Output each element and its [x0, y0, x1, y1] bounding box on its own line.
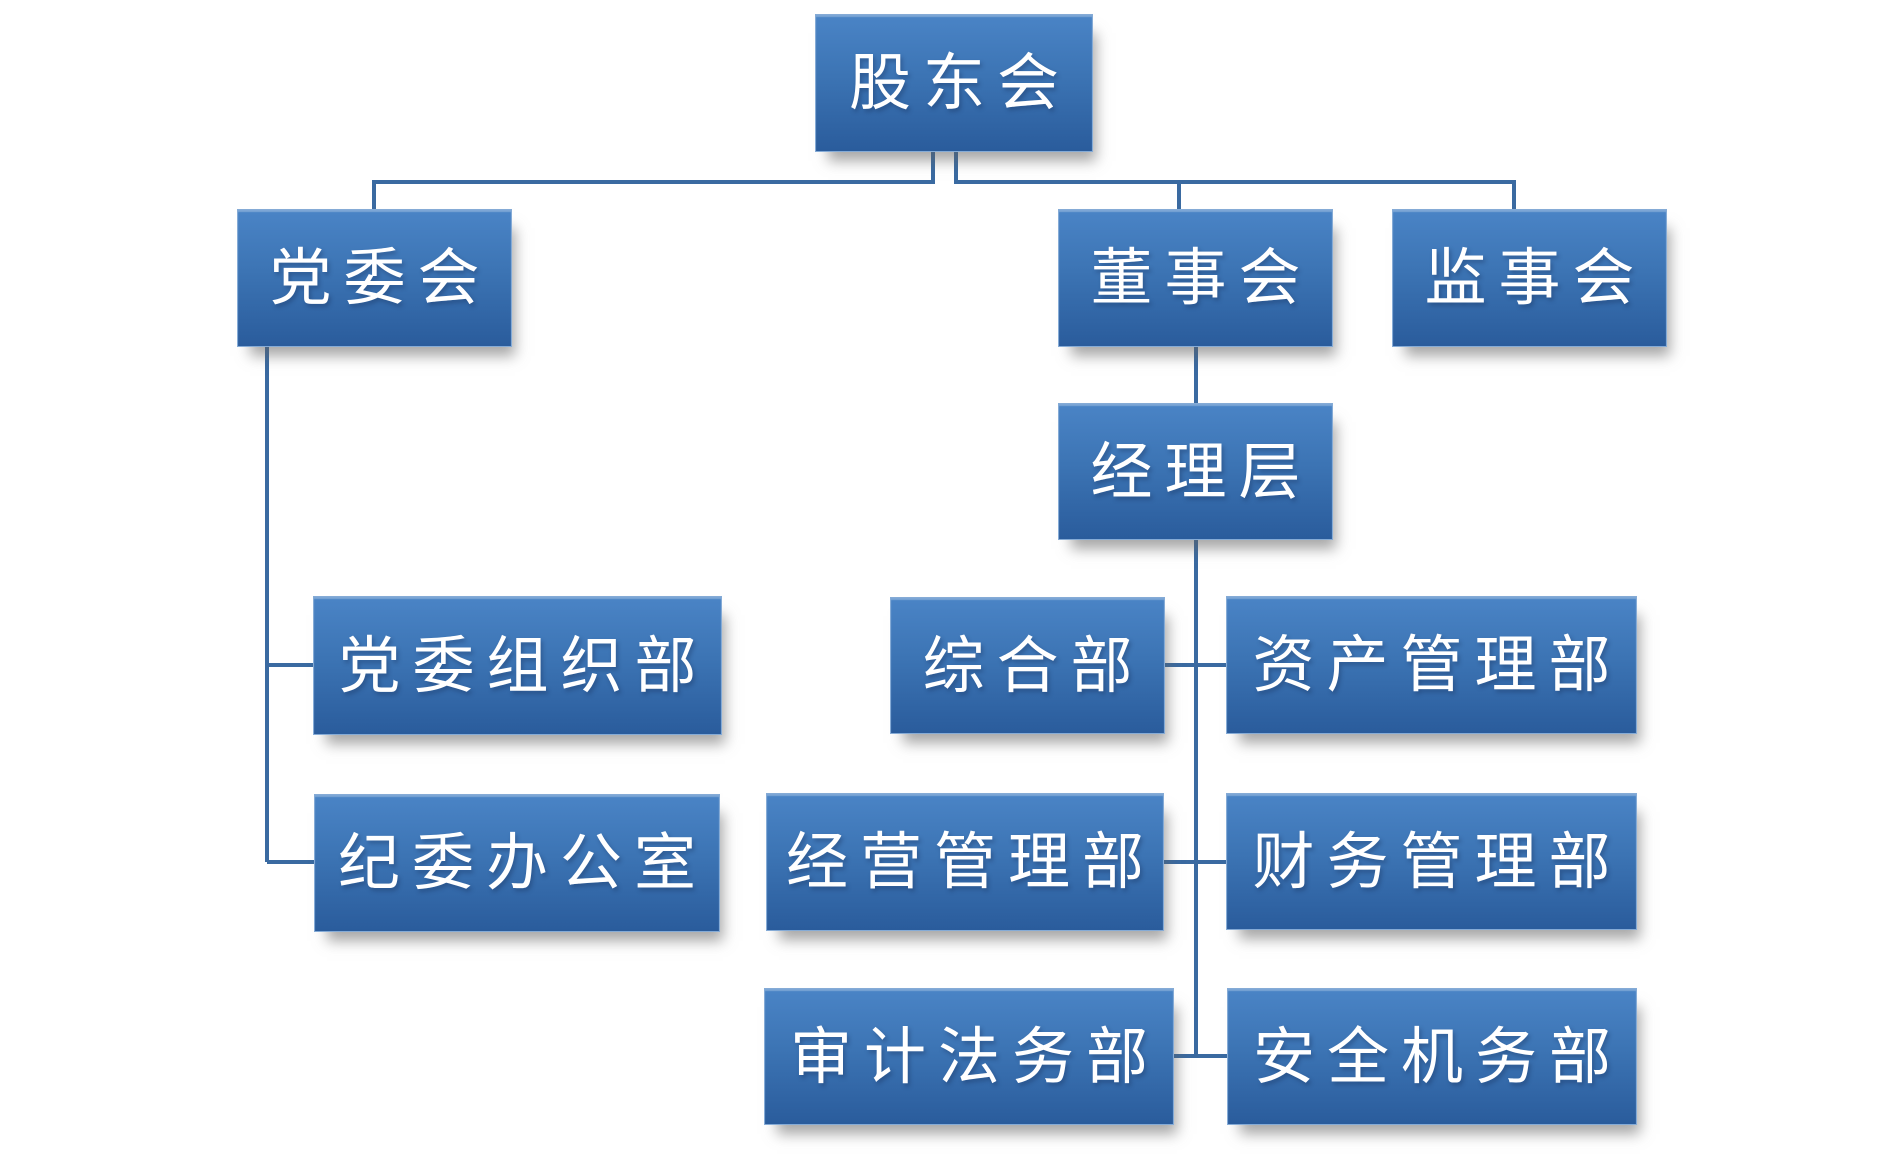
org-node-safety-equipment-dept: 安全机务部 — [1227, 988, 1637, 1125]
org-node-discipline-inspection-office: 纪委办公室 — [314, 794, 720, 932]
connector-shareholders-supervisory — [954, 152, 1516, 209]
org-node-supervisory-board: 监事会 — [1392, 209, 1667, 347]
org-node-audit-legal-dept: 审计法务部 — [764, 988, 1174, 1125]
org-node-general-dept: 综合部 — [890, 597, 1165, 734]
org-node-party-committee: 党委会 — [237, 209, 512, 347]
org-node-shareholders-meeting: 股东会 — [815, 14, 1093, 152]
org-node-financial-management-dept: 财务管理部 — [1226, 793, 1637, 930]
org-node-operations-management-dept: 经营管理部 — [766, 793, 1164, 931]
org-node-asset-management-dept: 资产管理部 — [1226, 596, 1637, 734]
connector-shareholders-party — [372, 152, 935, 209]
org-node-management-team: 经理层 — [1058, 403, 1333, 540]
org-node-board-of-directors: 董事会 — [1058, 209, 1333, 347]
org-node-party-organization-dept: 党委组织部 — [313, 596, 722, 735]
